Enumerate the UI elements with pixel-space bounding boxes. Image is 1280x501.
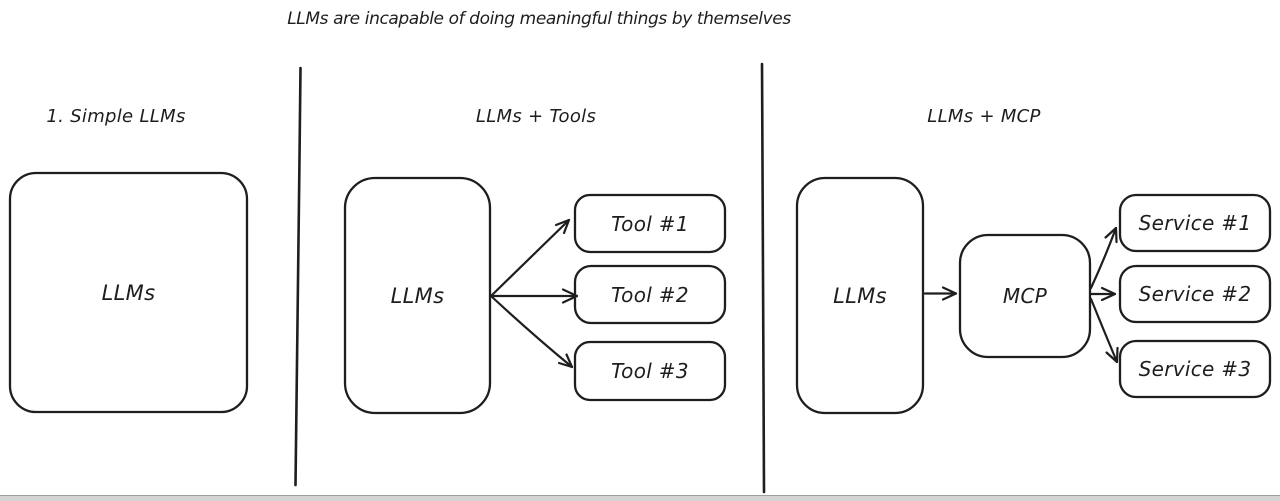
tool-1-box — [573, 193, 727, 254]
service-2-label: Service #2 — [1138, 282, 1252, 306]
diagram-title: LLMs are incapable of doing meaningful t… — [287, 9, 791, 29]
mcp-llms-label: LLMs — [833, 283, 887, 308]
arrow-llms-to-tool-1 — [489, 218, 571, 298]
tool-3-label: Tool #3 — [611, 359, 689, 383]
mcp-llms-box — [795, 176, 925, 415]
arrow-head — [1100, 286, 1117, 302]
arrow-head — [1104, 226, 1118, 244]
arrow-mcp-to-service-3 — [1089, 297, 1119, 364]
panel-divider-right — [760, 62, 766, 494]
arrow-llms-to-tool-3 — [489, 294, 574, 369]
tools-llms-label: LLMs — [390, 283, 445, 308]
service-2-box — [1118, 264, 1272, 324]
service-1-box — [1118, 193, 1272, 253]
mcp-hub-box — [958, 233, 1092, 359]
arrow-mcp-to-service-2 — [1089, 286, 1117, 302]
tool-3-box — [573, 340, 727, 402]
window-bottom-edge — [0, 495, 1280, 501]
arrow-head — [557, 353, 574, 369]
arrow-line — [1089, 297, 1119, 364]
arrow-line — [489, 218, 571, 298]
service-3-label: Service #3 — [1138, 357, 1252, 381]
panel-divider-left — [294, 66, 302, 487]
arrow-line — [1089, 226, 1118, 290]
service-1-label: Service #1 — [1138, 211, 1252, 235]
tool-2-label: Tool #2 — [611, 282, 689, 307]
mcp-hub-label: MCP — [1002, 284, 1048, 308]
simple-llms-box — [8, 171, 249, 414]
section-heading-simple-llms: 1. Simple LLMs — [46, 105, 186, 127]
section-heading-llms-mcp: LLMs + MCP — [927, 105, 1041, 127]
section-heading-llms-tools: LLMs + Tools — [475, 105, 597, 127]
arrow-line — [489, 294, 574, 369]
arrow-llms-to-mcp — [923, 286, 958, 301]
service-3-box — [1118, 339, 1272, 399]
simple-llms-label: LLMs — [101, 280, 156, 305]
arrow-head — [561, 288, 579, 304]
arrow-head — [554, 218, 571, 235]
arrow-head — [941, 286, 958, 301]
arrow-llms-to-tool-2 — [489, 288, 579, 304]
tools-llms-box — [343, 176, 492, 415]
arrow-head — [1105, 346, 1119, 364]
tool-1-label: Tool #1 — [611, 211, 689, 236]
arrow-mcp-to-service-1 — [1089, 226, 1118, 290]
